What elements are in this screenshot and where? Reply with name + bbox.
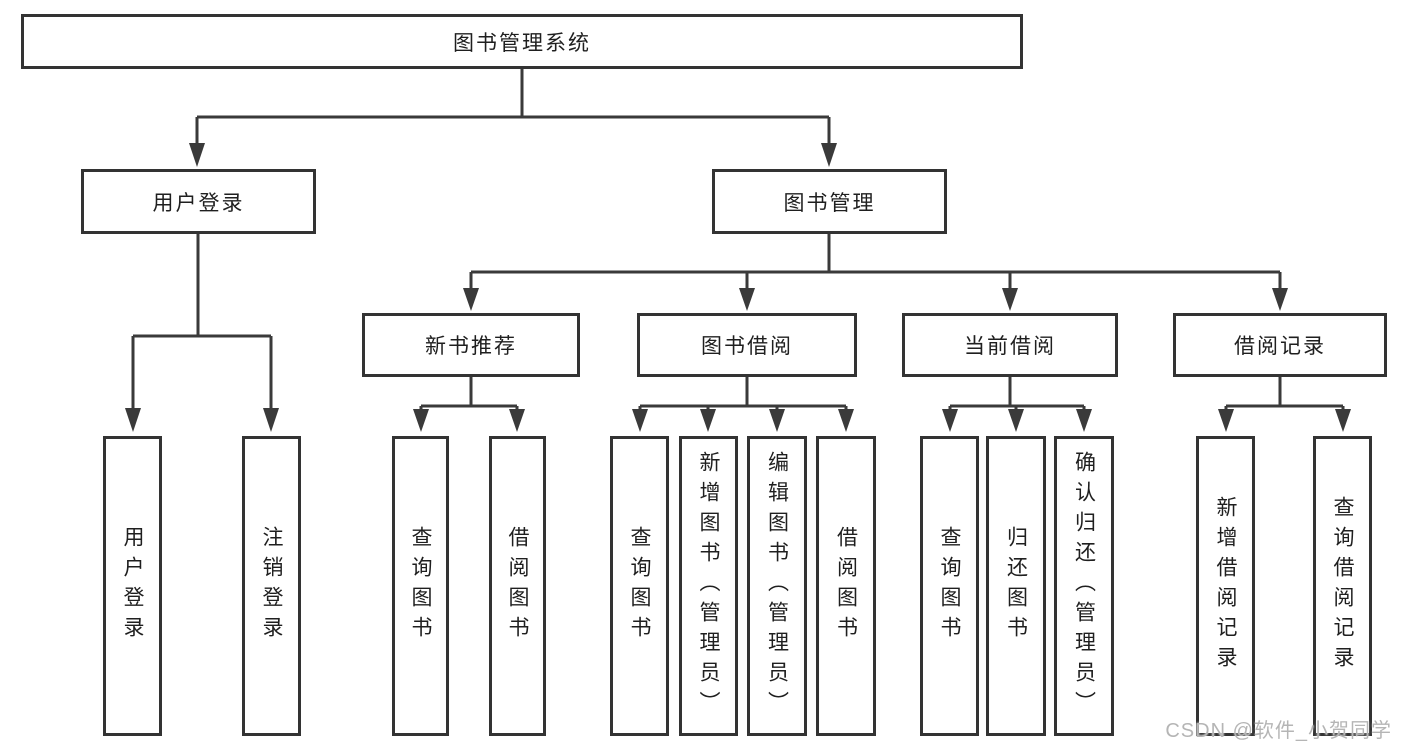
leaf-return-book: 归还图书 (986, 436, 1046, 736)
leaf-query-book-3: 查询图书 (920, 436, 979, 736)
node-root-library-system: 图书管理系统 (21, 14, 1023, 69)
node-user-login: 用户登录 (81, 169, 316, 234)
node-current-borrow: 当前借阅 (902, 313, 1118, 377)
connector-borrow-to-leaves (638, 377, 848, 412)
arrowheads-records-leaves (1218, 409, 1351, 432)
connector-userlogin-to-leaves (131, 234, 273, 410)
arrowheads-level3 (463, 288, 1288, 311)
leaf-borrow-book-2: 借阅图书 (816, 436, 876, 736)
arrowheads-newbook-leaves (413, 409, 525, 432)
leaf-query-borrow-record: 查询借阅记录 (1313, 436, 1372, 736)
node-book-borrow: 图书借阅 (637, 313, 857, 377)
arrowheads-borrow-leaves (632, 409, 854, 432)
arrowheads-level2 (189, 143, 837, 167)
connector-root-to-level2 (195, 69, 831, 147)
connector-records-to-leaves (1224, 377, 1345, 412)
leaf-edit-book-admin: 编辑图书（管理员） (747, 436, 807, 736)
watermark-text: CSDN @软件_小贺同学 (1165, 720, 1392, 742)
connector-newbook-to-leaves (419, 377, 519, 412)
leaf-logout: 注销登录 (242, 436, 301, 736)
arrowheads-current-leaves (942, 409, 1092, 432)
leaf-user-login: 用户登录 (103, 436, 162, 736)
leaf-add-borrow-record: 新增借阅记录 (1196, 436, 1255, 736)
connector-bookmgmt-to-level3 (469, 234, 1282, 291)
connector-current-to-leaves (948, 377, 1086, 412)
leaf-query-book-1: 查询图书 (392, 436, 449, 736)
node-borrow-records: 借阅记录 (1173, 313, 1387, 377)
leaf-borrow-book-1: 借阅图书 (489, 436, 546, 736)
arrowheads-userlogin-leaves (125, 408, 279, 432)
leaf-query-book-2: 查询图书 (610, 436, 669, 736)
leaf-add-book-admin: 新增图书（管理员） (679, 436, 738, 736)
node-book-management: 图书管理 (712, 169, 947, 234)
leaf-confirm-return-admin: 确认归还（管理员） (1054, 436, 1114, 736)
node-new-book-recommend: 新书推荐 (362, 313, 580, 377)
